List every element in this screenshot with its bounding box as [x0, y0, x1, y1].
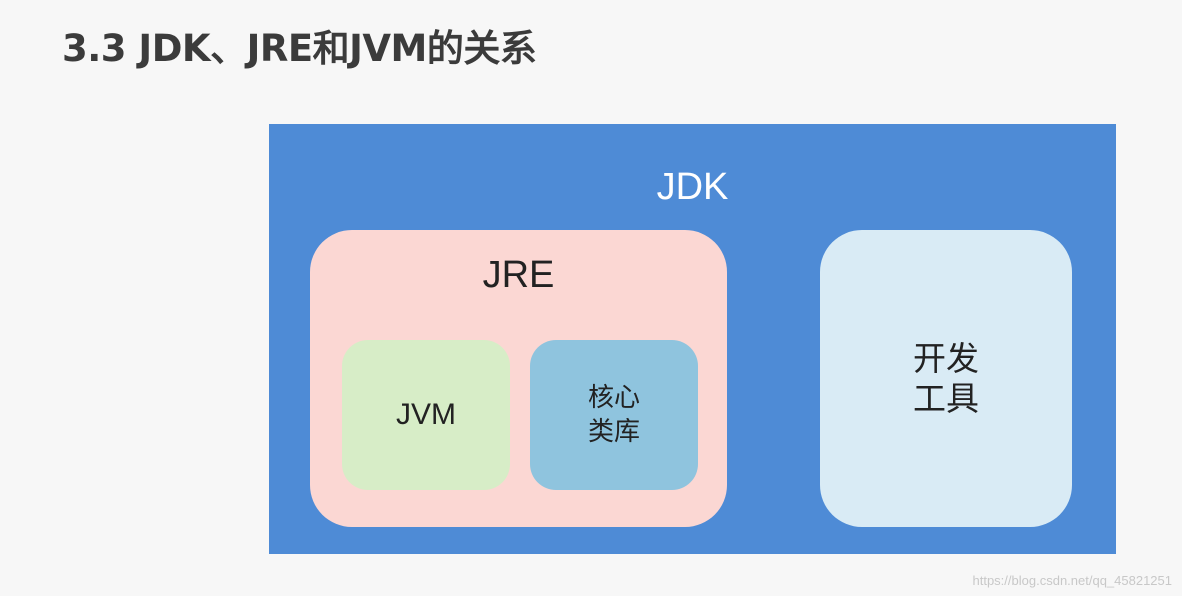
core-library-label: 核心类库 — [587, 383, 640, 447]
jdk-label: JDK — [656, 166, 729, 208]
jvm-box: JVM — [342, 340, 510, 490]
watermark: https://blog.csdn.net/qq_45821251 — [972, 573, 1173, 588]
dev-tools-label: 开发工具 — [913, 338, 979, 418]
jvm-label: JVM — [396, 398, 456, 431]
jre-container: JRE JVM 核心类库 — [310, 230, 727, 527]
page-title: 3.3 JDK、JRE和JVM的关系 — [62, 27, 537, 70]
jdk-container: JDK JRE JVM 核心类库 开发工具 — [269, 124, 1116, 554]
jre-label: JRE — [482, 254, 555, 296]
dev-tools-box: 开发工具 — [820, 230, 1072, 527]
core-library-box: 核心类库 — [530, 340, 698, 490]
